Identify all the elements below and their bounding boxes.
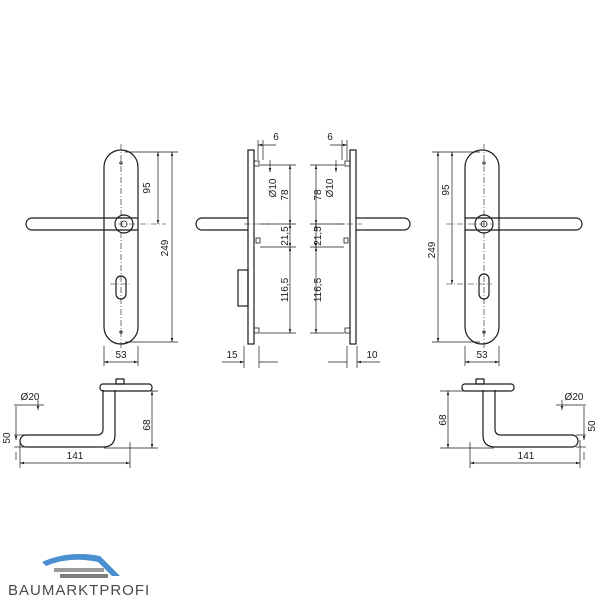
dim-249-right: 249 [427, 241, 438, 258]
dim-249-left: 249 [160, 239, 171, 256]
screw-head-bottom [344, 327, 351, 334]
spindle-top [115, 378, 125, 385]
rose-top [461, 383, 515, 392]
lever-profile [195, 217, 248, 231]
dim-53-left: 53 [115, 350, 127, 361]
screw-head-bottom [253, 327, 260, 334]
dim-dia20-left: Ø20 [21, 392, 40, 403]
dim-53-right: 53 [476, 350, 488, 361]
dim-6-left: 6 [273, 132, 279, 143]
cylinder-hole [478, 273, 490, 300]
side-view-right: 6 Ø10 78 21,5 116,5 10 [310, 132, 411, 368]
dim-6-right: 6 [327, 132, 333, 143]
brand-name: BAUMARKTPROFI [8, 582, 151, 599]
dim-95-left: 95 [142, 182, 153, 194]
fixing-point [255, 237, 261, 244]
front-view-right: 95 249 53 [427, 144, 583, 366]
rose-top [99, 383, 153, 392]
front-view-left: 95 249 53 [25, 144, 178, 366]
dim-50-right: 50 [587, 420, 598, 432]
dim-78-right: 78 [313, 189, 324, 201]
lever-profile [356, 217, 411, 231]
top-view-left: Ø20 50 68 141 [2, 378, 158, 468]
dim-116-5-right: 116,5 [313, 277, 324, 302]
lever-handle [465, 217, 583, 231]
dim-68-right: 68 [438, 414, 449, 426]
dim-dia10-right: Ø10 [325, 178, 336, 197]
screw-head-top [253, 160, 260, 167]
back-plate [464, 149, 500, 345]
cylinder-guard [237, 269, 249, 307]
lever-top-profile [482, 390, 579, 448]
screw-top [119, 161, 123, 165]
dim-10: 10 [366, 350, 378, 361]
dim-15: 15 [226, 350, 238, 361]
dim-21-5-right: 21,5 [313, 226, 324, 246]
dim-141-left: 141 [67, 451, 84, 462]
screw-head-top [344, 160, 351, 167]
cylinder-hole [115, 275, 127, 300]
dim-95-right: 95 [441, 184, 452, 196]
fixing-point [343, 237, 349, 244]
plate-profile [247, 149, 255, 345]
spindle-top [475, 378, 485, 385]
side-view-left: 6 Ø10 78 21,5 116,5 15 [195, 132, 296, 368]
screw-top [482, 161, 486, 165]
lever-handle [25, 217, 138, 231]
brand-logo: BAUMARKTPROFI [8, 548, 168, 599]
dim-21-5-left: 21,5 [280, 226, 291, 246]
top-view-right: Ø20 50 68 141 [438, 378, 598, 468]
dim-141-right: 141 [518, 451, 535, 462]
dim-78-left: 78 [280, 189, 291, 201]
dim-dia10-left: Ø10 [268, 178, 279, 197]
roof-icon [42, 554, 120, 578]
plate-profile [349, 149, 357, 345]
dim-68-left: 68 [142, 419, 153, 431]
dim-50-left: 50 [2, 432, 13, 444]
dim-dia20-right: Ø20 [565, 392, 584, 403]
dim-116-5-left: 116,5 [280, 277, 291, 302]
